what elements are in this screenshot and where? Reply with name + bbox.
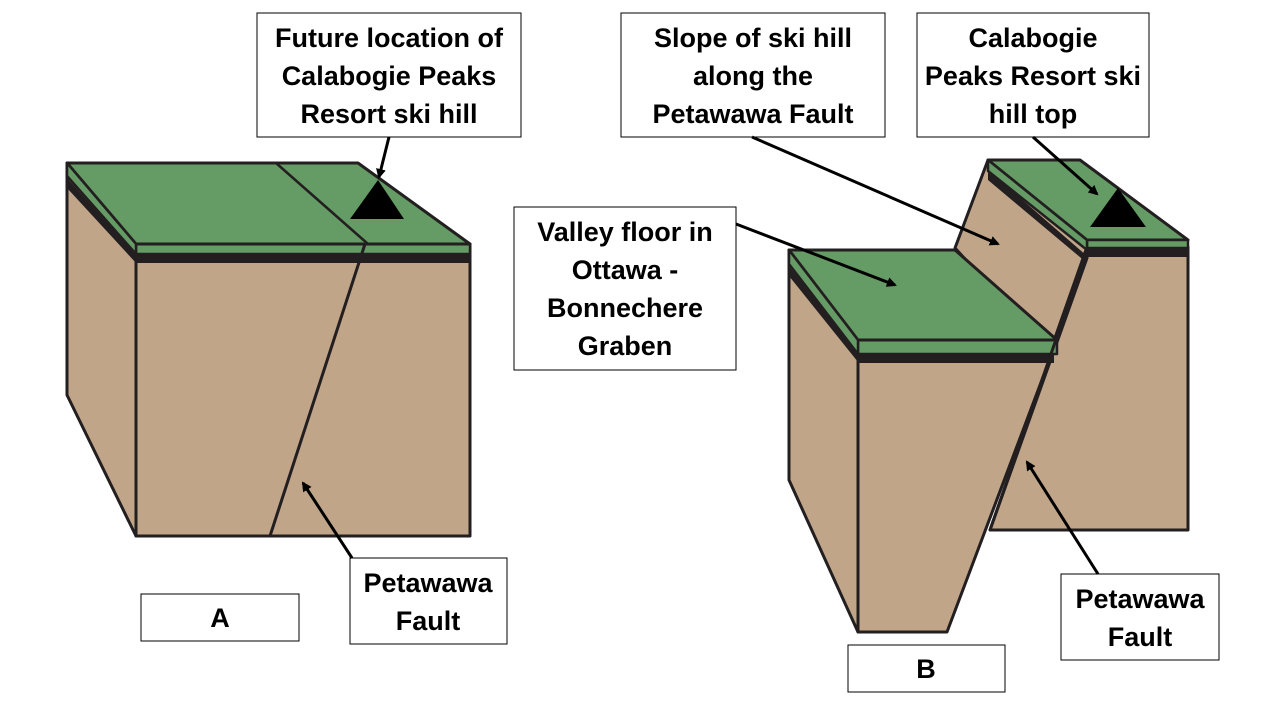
future-location-line-1: Future location of bbox=[275, 23, 504, 53]
block-b bbox=[787, 158, 1190, 634]
fault-callout-a: Petawawa Fault bbox=[301, 481, 508, 645]
valley-line-3: Bonnechere bbox=[547, 293, 703, 323]
block-a-title-box: A bbox=[140, 593, 300, 642]
valley-line-1: Valley floor in bbox=[537, 217, 713, 247]
block-b-title-box: B bbox=[847, 644, 1006, 693]
valley-line-2: Ottawa - bbox=[572, 255, 679, 285]
hill-top-arrow bbox=[1032, 135, 1099, 196]
hill-top-line-1: Calabogie bbox=[968, 23, 1097, 53]
triangle-icon bbox=[1090, 188, 1146, 227]
fault-b-line-2: Fault bbox=[1108, 622, 1173, 652]
fault-a-arrow bbox=[301, 481, 354, 559]
hill-top-line-2: Peaks Resort ski bbox=[925, 61, 1141, 91]
block-b-left-front-strata bbox=[858, 354, 1054, 363]
valley-callout: Valley floor in Ottawa - Bonnechere Grab… bbox=[513, 206, 897, 371]
hill-top-callout: Calabogie Peaks Resort ski hill top bbox=[916, 12, 1150, 196]
future-location-arrow bbox=[376, 136, 391, 179]
block-a-front-strata bbox=[136, 254, 470, 263]
block-a-title: A bbox=[210, 603, 230, 633]
block-a bbox=[65, 161, 472, 538]
valley-line-4: Graben bbox=[578, 331, 673, 361]
block-b-slope-strata bbox=[988, 170, 1087, 263]
future-location-line-3: Resort ski hill bbox=[300, 99, 477, 129]
block-a-fault-top bbox=[275, 162, 369, 245]
block-b-left-front-grass bbox=[856, 338, 1059, 356]
fault-b-arrow bbox=[1025, 460, 1100, 575]
hill-top-line-3: hill top bbox=[989, 99, 1077, 129]
block-a-side-strata bbox=[67, 178, 136, 263]
block-b-right-front-strata bbox=[1087, 248, 1188, 257]
block-b-fault-front bbox=[988, 249, 1089, 531]
fault-callout-b: Petawawa Fault bbox=[1025, 460, 1220, 661]
future-location-callout: Future location of Calabogie Peaks Resor… bbox=[256, 12, 522, 179]
block-a-front-face bbox=[134, 242, 472, 538]
fault-a-line-2: Fault bbox=[396, 606, 461, 636]
block-a-fault-front bbox=[268, 243, 367, 537]
block-a-side-grass bbox=[65, 161, 138, 256]
block-b-left-side-grass bbox=[787, 248, 860, 356]
slope-line-2: along the bbox=[693, 61, 813, 91]
fault-a-line-1: Petawawa bbox=[363, 568, 493, 598]
block-b-left-side-strata bbox=[789, 266, 858, 362]
fault-b-line-1: Petawawa bbox=[1075, 584, 1205, 614]
block-a-top-face bbox=[65, 161, 472, 246]
slope-arrow bbox=[751, 135, 1000, 246]
slope-line-1: Slope of ski hill bbox=[654, 23, 852, 53]
triangle-icon bbox=[350, 180, 404, 219]
block-b-right-front-grass bbox=[1085, 238, 1190, 250]
future-location-line-2: Calabogie Peaks bbox=[282, 61, 497, 91]
block-b-title: B bbox=[916, 654, 936, 684]
valley-arrow bbox=[735, 222, 897, 287]
slope-callout: Slope of ski hill along the Petawawa Fau… bbox=[620, 12, 1000, 246]
slope-line-3: Petawawa Fault bbox=[652, 99, 853, 129]
